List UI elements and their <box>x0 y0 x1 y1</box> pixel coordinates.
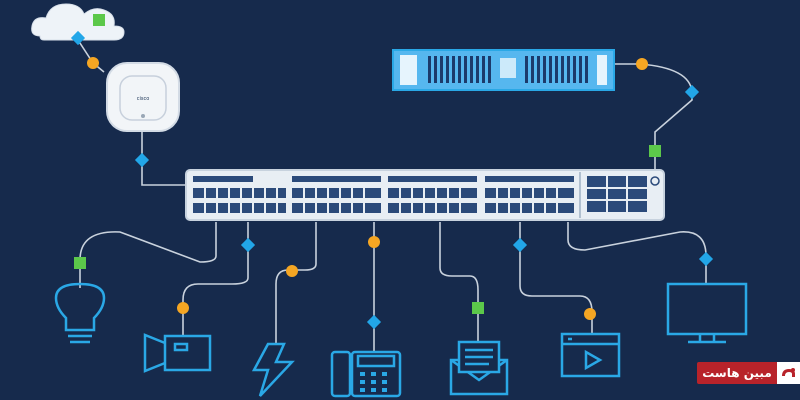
server-appliance-icon <box>392 49 615 91</box>
light-bulb-icon <box>54 282 106 344</box>
network-switch-icon <box>185 169 665 221</box>
monitor-icon <box>666 282 748 344</box>
wire-switch-mail <box>439 222 479 342</box>
watermark-text: مبین هاست <box>697 362 777 384</box>
cloud-icon <box>31 3 125 41</box>
dot-marker <box>584 308 596 320</box>
dot-marker <box>368 236 380 248</box>
diamond-marker <box>698 251 714 267</box>
square-markers <box>74 145 661 314</box>
wireless-access-point-icon: cisco <box>106 62 180 132</box>
dot-markers <box>87 57 648 320</box>
watermark-badge: مبین هاست <box>697 362 800 384</box>
dot-marker <box>177 302 189 314</box>
diamond-marker <box>134 152 150 168</box>
diamond-marker <box>366 314 382 330</box>
square-marker <box>74 257 86 269</box>
diamond-marker <box>512 237 528 253</box>
dot-marker <box>286 265 298 277</box>
wire-ap-switch <box>141 130 188 186</box>
square-marker <box>649 145 661 157</box>
wire-switch-power <box>275 222 317 344</box>
envelope-icon <box>449 340 509 396</box>
wire-switch-camera <box>182 222 249 336</box>
lightning-bolt-icon <box>251 342 295 397</box>
dot-marker <box>636 58 648 70</box>
diamond-marker <box>684 84 700 100</box>
wire-server-switch <box>612 63 693 177</box>
wire-switch-video <box>519 222 593 334</box>
video-camera-icon <box>143 333 212 373</box>
mobinhost-logo-icon <box>777 362 800 384</box>
video-player-icon <box>560 332 621 378</box>
diamond-marker <box>240 237 256 253</box>
square-marker <box>472 302 484 314</box>
wire-switch-bulb <box>79 222 217 288</box>
desk-phone-icon <box>330 350 402 398</box>
ap-logo-text: cisco <box>137 96 150 102</box>
diamond-markers <box>70 30 714 330</box>
dot-marker <box>87 57 99 69</box>
wire-switch-monitor <box>567 222 707 284</box>
